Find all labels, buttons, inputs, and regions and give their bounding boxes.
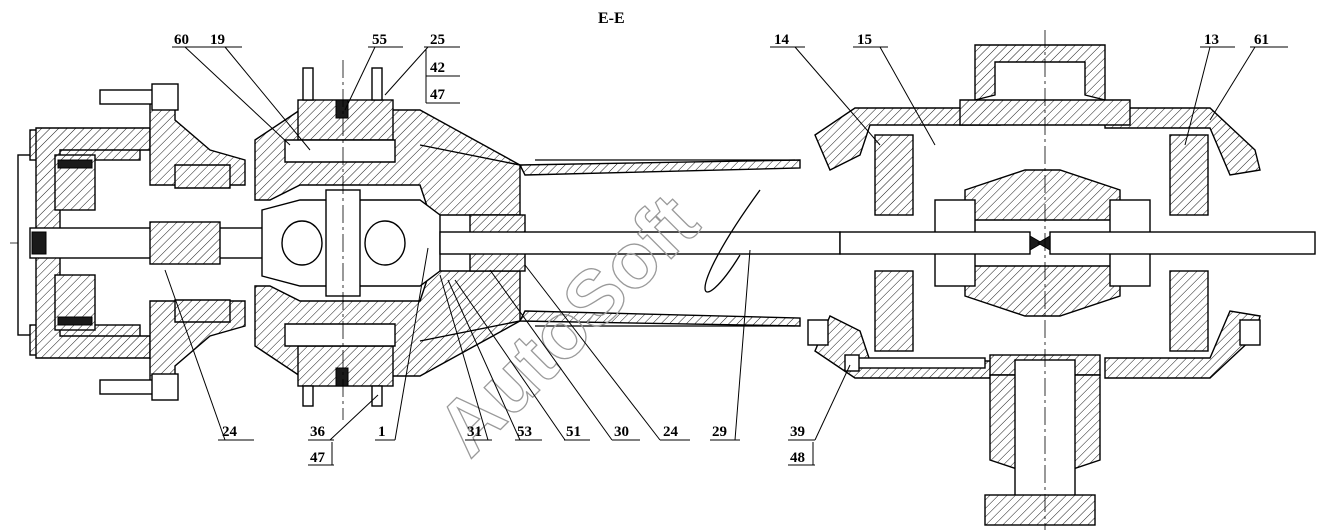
callout-25: 25: [430, 32, 445, 48]
callout-31: 31: [467, 424, 482, 440]
differential-housing: [807, 30, 1316, 530]
callout-48: 48: [790, 450, 805, 466]
callout-19: 19: [210, 32, 225, 48]
callout-53: 53: [517, 424, 532, 440]
callout-47-bottom: 47: [310, 450, 326, 466]
callout-15: 15: [857, 32, 872, 48]
callout-42: 42: [430, 60, 445, 76]
callout-24-right: 24: [663, 424, 679, 440]
leader-lines: [164, 46, 1288, 466]
callout-39: 39: [790, 424, 805, 440]
callout-29: 29: [712, 424, 727, 440]
wheel-hub-assembly: [17, 83, 271, 401]
callout-24-left: 24: [222, 424, 238, 440]
callout-13: 13: [1204, 32, 1219, 48]
section-title: E-E: [598, 10, 625, 27]
steering-knuckle: [254, 60, 521, 420]
callout-47-top: 47: [430, 87, 446, 103]
callout-55: 55: [372, 32, 387, 48]
callout-labels: 60 19 55 25 42 47 14 15 13 61 24 36 47 1…: [174, 32, 1269, 466]
callout-1: 1: [378, 424, 386, 440]
callout-60: 60: [174, 32, 189, 48]
callout-51: 51: [566, 424, 581, 440]
callout-61: 61: [1254, 32, 1269, 48]
callout-30: 30: [614, 424, 629, 440]
callout-14: 14: [774, 32, 790, 48]
callout-36: 36: [310, 424, 326, 440]
